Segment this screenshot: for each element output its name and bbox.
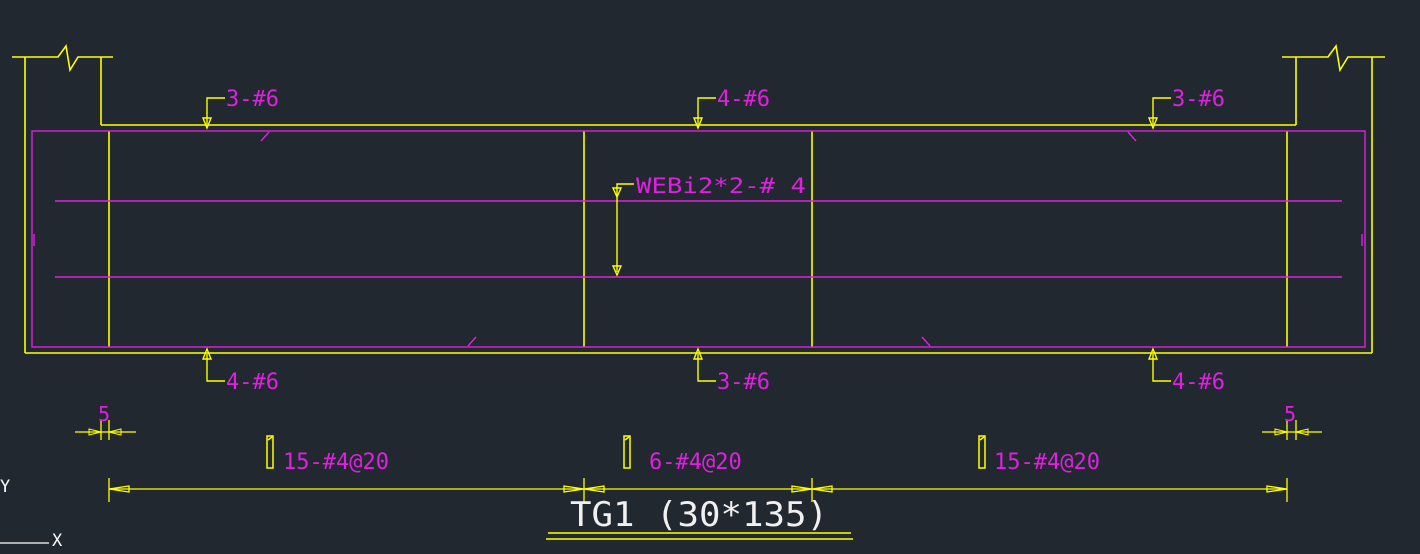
dim-arrow-6 <box>1266 485 1288 493</box>
dim-arrow-4 <box>791 485 813 493</box>
leader-bottom-center-arrow <box>692 347 704 360</box>
label-bottom-center: 3-#6 <box>717 370 770 395</box>
dim-arrow-2 <box>563 485 585 493</box>
leader-top-center-arrow <box>692 117 704 130</box>
leader-web <box>616 183 634 272</box>
stirrup-hook-left <box>267 436 273 441</box>
offset-left-arrow-2 <box>108 428 122 436</box>
stirrup-label-group: 15-#4@20 6-#4@20 15-#4@20 <box>283 450 1100 475</box>
offset-right-arrow-1 <box>1274 428 1288 436</box>
stirrup-hook-center <box>624 436 630 441</box>
left-column-break-line <box>12 43 113 73</box>
dim-arrow-5 <box>811 485 833 493</box>
leader-top-right <box>1152 97 1171 124</box>
label-bottom-left: 4-#6 <box>226 370 279 395</box>
stirrup-symbol-left <box>266 435 274 469</box>
leader-top-left <box>206 97 225 124</box>
leader-bottom-right <box>1152 354 1171 382</box>
leader-top-right-arrow <box>1147 117 1159 130</box>
offset-right-value: 5 <box>1284 402 1296 426</box>
label-web-rebar: WEBi2*2-# 4 <box>636 174 806 198</box>
offset-dimension-left: 5 <box>75 402 136 440</box>
rebar-lines <box>31 130 1366 348</box>
label-top-left: 3-#6 <box>226 87 279 112</box>
main-rebar-cage <box>31 130 1366 348</box>
ucs-x-label: X <box>52 531 63 551</box>
rebar-label-group: 3-#6 4-#6 3-#6 4-#6 3-#6 4-#6 WEBi2*2-# … <box>226 87 1225 395</box>
offset-left-arrow-1 <box>88 428 102 436</box>
rebar-cutoff-bottom-right <box>921 336 931 347</box>
offset-left-value: 5 <box>98 402 110 426</box>
stirrup-dimension-line <box>108 478 1288 502</box>
offset-dimension-right: 5 <box>1262 402 1322 440</box>
leader-bottom-right-arrow <box>1147 347 1159 360</box>
leader-web-arrow-top <box>611 187 623 199</box>
stirrup-hook-right <box>979 436 985 441</box>
rebar-cutoff-top-right <box>1127 131 1137 142</box>
stirrup-symbols <box>266 435 986 469</box>
beam-title: TG1 (30*135) <box>570 495 828 535</box>
dim-arrow-3 <box>583 485 605 493</box>
leader-bottom-left-arrow <box>201 347 213 360</box>
stirrup-label-right: 15-#4@20 <box>994 450 1100 475</box>
stirrup-label-center: 6-#4@20 <box>649 450 742 475</box>
rebar-cutoff-top-left <box>260 131 270 142</box>
ucs-y-label: Y <box>0 477 10 497</box>
leader-top-center <box>697 97 716 124</box>
leader-top-left-arrow <box>201 117 213 130</box>
stirrup-symbol-center <box>623 435 631 469</box>
ucs-axis-icon: X Y <box>0 477 63 551</box>
right-column-break-line <box>1282 43 1385 73</box>
leader-web-arrow-bottom <box>611 265 623 277</box>
label-bottom-right: 4-#6 <box>1172 370 1225 395</box>
label-top-right: 3-#6 <box>1172 87 1225 112</box>
leader-bottom-left <box>206 354 225 382</box>
stirrup-symbol-right <box>978 435 986 469</box>
dim-arrow-1 <box>108 485 130 493</box>
rebar-cutoff-bottom-left <box>467 336 477 347</box>
rebar-leaders <box>201 97 1171 382</box>
leader-bottom-center <box>697 354 716 382</box>
label-top-center: 4-#6 <box>717 87 770 112</box>
offset-right-arrow-2 <box>1295 428 1309 436</box>
stirrup-label-left: 15-#4@20 <box>283 450 389 475</box>
